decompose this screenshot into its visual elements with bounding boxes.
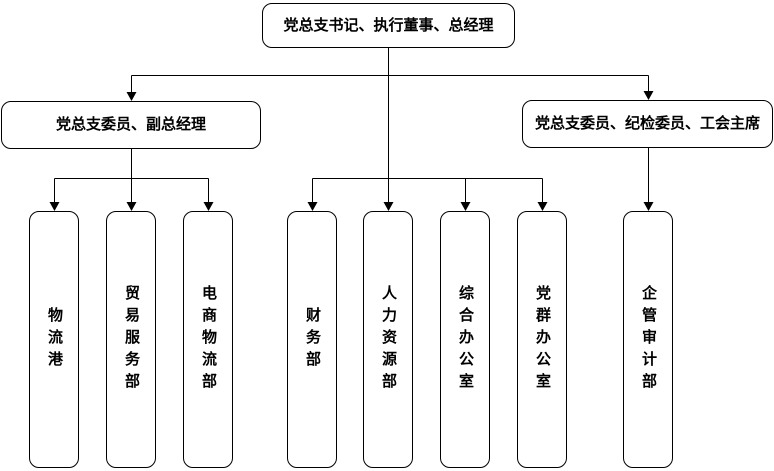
node-deputy-general-manager: 党总支委员、副总经理 <box>1 101 261 149</box>
dept-general-office-label: 综合办公室 <box>457 284 474 395</box>
dept-finance: 财务部 <box>287 211 337 468</box>
arrow-down-icon <box>203 202 214 211</box>
dept-logistics-port: 物流港 <box>29 211 79 468</box>
dept-human-resources-label: 人力资源部 <box>380 284 397 395</box>
dept-trade-service: 贸易服务部 <box>106 211 156 468</box>
dept-party-mass-office-label: 党群办公室 <box>534 284 551 395</box>
dept-party-mass-office: 党群办公室 <box>517 211 567 468</box>
connector-line-group <box>54 48 649 203</box>
arrow-down-icon <box>537 202 548 211</box>
dept-general-office: 综合办公室 <box>440 211 490 468</box>
arrow-down-icon <box>126 92 137 101</box>
dept-human-resources: 人力资源部 <box>363 211 413 468</box>
dept-enterprise-audit: 企管审计部 <box>623 211 673 468</box>
arrow-down-icon <box>126 202 137 211</box>
arrow-down-icon <box>643 91 654 100</box>
arrow-down-icon <box>643 202 654 211</box>
arrowhead-group <box>49 91 654 211</box>
dept-ecommerce-logistics: 电商物流部 <box>183 211 233 468</box>
dept-ecommerce-logistics-label: 电商物流部 <box>200 284 217 395</box>
node-root: 党总支书记、执行董事、总经理 <box>262 3 515 48</box>
node-root-label: 党总支书记、执行董事、总经理 <box>283 16 494 34</box>
node-deputy-general-manager-label: 党总支委员、副总经理 <box>55 116 206 133</box>
arrow-down-icon <box>49 202 60 211</box>
dept-logistics-port-label: 物流港 <box>46 306 63 373</box>
node-discipline-union-chair: 党总支委员、纪检委员、工会主席 <box>522 100 773 148</box>
dept-trade-service-label: 贸易服务部 <box>123 284 140 395</box>
arrow-down-icon <box>307 202 318 211</box>
dept-finance-label: 财务部 <box>304 306 321 373</box>
arrow-down-icon <box>460 202 471 211</box>
dept-enterprise-audit-label: 企管审计部 <box>640 284 657 395</box>
arrow-down-icon <box>383 202 394 211</box>
node-discipline-union-chair-label: 党总支委员、纪检委员、工会主席 <box>534 115 760 132</box>
